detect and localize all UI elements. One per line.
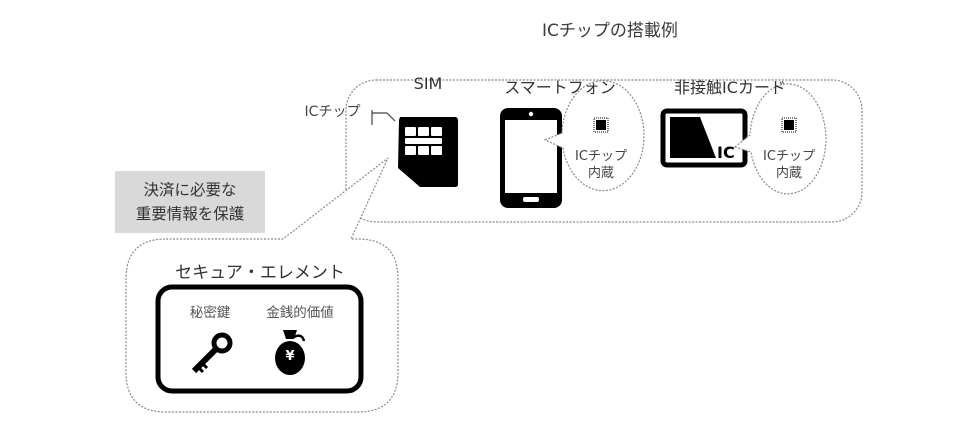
bubble-text-line2: 内蔵 [775,166,802,181]
yen-symbol: ¥ [285,349,295,364]
key-icon [191,332,233,374]
bubble-text-line2: 内蔵 [587,166,614,181]
diagram-title: ICチップの搭載例 [542,21,678,41]
secure-element-title: セキュア・エレメント [175,263,345,283]
chip-icon [781,117,797,133]
examples-container [345,79,863,223]
money-bag-yen-icon [275,330,306,375]
note-line2: 重要情報を保護 [135,205,245,223]
device-label-sim: SIM [413,74,443,93]
card-ic-mark: IC [717,143,735,162]
smartphone-chip-bubble [543,80,645,192]
card-chip-bubble [733,83,827,195]
secure-element-inner-box [155,284,364,394]
device-label-smartphone: スマートフォン [504,78,616,97]
monetary-value-label: 金銭的価値 [266,305,334,321]
sim-card-icon [398,117,458,187]
secret-key-label: 秘密鍵 [189,305,231,321]
ic-chip-callout-line [371,110,396,125]
contactless-ic-card-icon [660,108,748,168]
chip-icon [593,117,609,133]
smartphone-icon [500,108,562,208]
bubble-text-line1: ICチップ [575,149,627,164]
bubble-text-line1: ICチップ [763,149,815,164]
note-box: 決済に必要な 重要情報を保護 [115,171,265,233]
note-line1: 決済に必要な [143,181,237,199]
sim-ic-chip-label: ICチップ [304,104,361,120]
device-label-contactless-card: 非接触ICカード [674,78,786,97]
